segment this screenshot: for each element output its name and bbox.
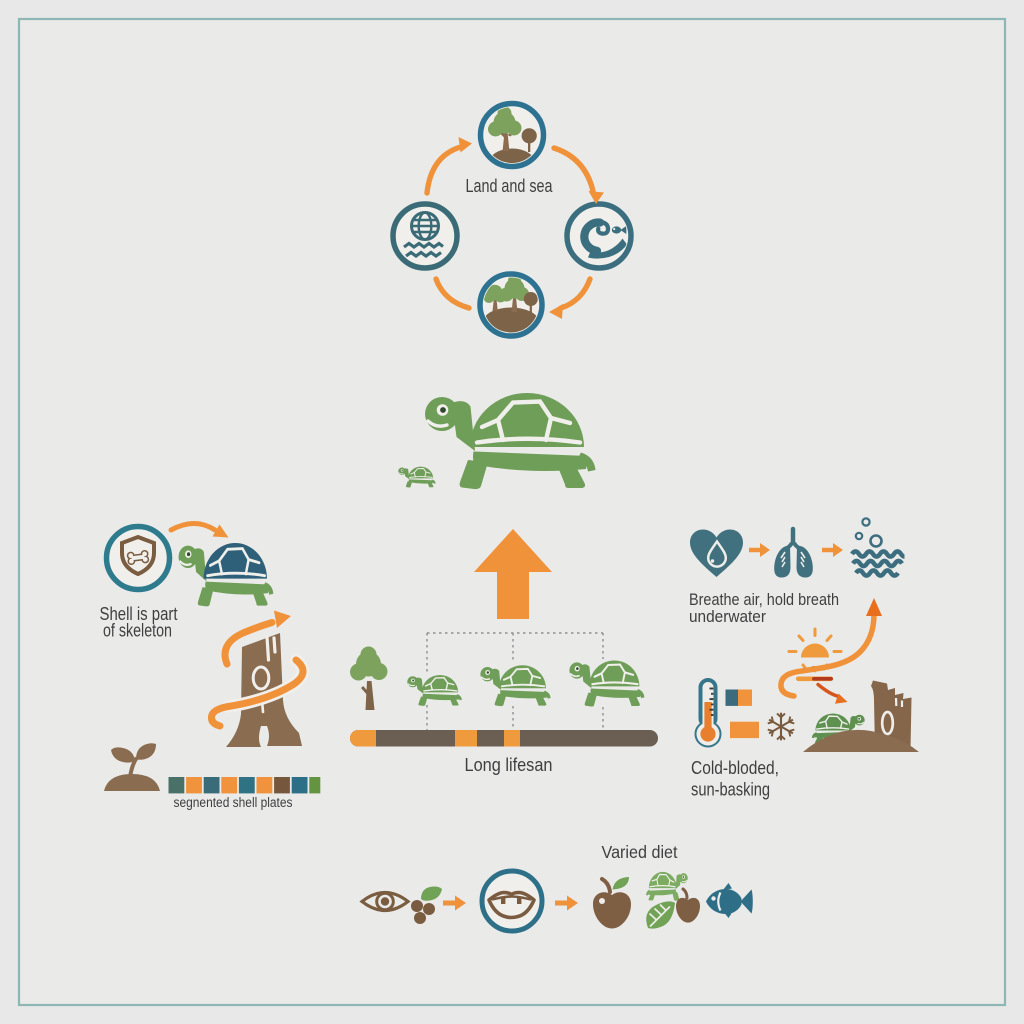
svg-text:Breathe air, hold breath: Breathe air, hold breath (689, 590, 839, 609)
svg-text:underwater: underwater (689, 607, 766, 626)
svg-text:Land and sea: Land and sea (466, 176, 554, 196)
svg-text:Shell is part: Shell is part (100, 604, 178, 624)
svg-text:Cold-bloded,: Cold-bloded, (691, 757, 779, 778)
svg-text:segnented shell plates: segnented shell plates (174, 795, 293, 810)
svg-text:sun-basking: sun-basking (691, 779, 770, 800)
svg-text:of skeleton: of skeleton (103, 621, 172, 641)
svg-text:Long lifesan: Long lifesan (465, 754, 553, 775)
svg-text:Varied diet: Varied diet (602, 842, 678, 862)
